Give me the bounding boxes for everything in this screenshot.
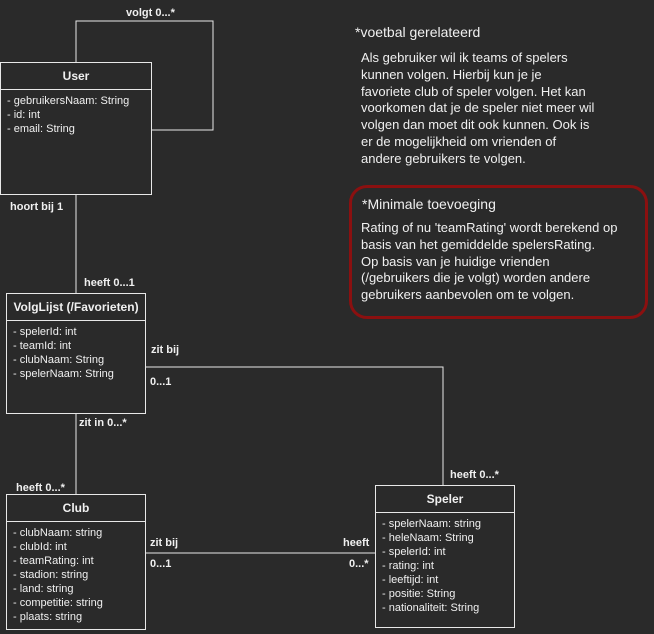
label-club-zit-bij: zit bij [150, 537, 179, 549]
note-minimaal-title: *Minimale toevoeging [362, 196, 496, 212]
note-line: er de mogelijkheid om vrienden of [361, 133, 557, 149]
note-voetbal-title: *voetbal gerelateerd [355, 24, 481, 40]
note-line: andere gebruikers te volgen. [361, 150, 526, 166]
label-club-heeft: heeft 0...* [16, 482, 65, 494]
attribute: - spelerNaam: string [382, 518, 482, 530]
class-speler-attributes: - spelerNaam: string - heleNaam: String … [376, 513, 514, 619]
label-speler-club-mult: 0...* [349, 558, 369, 570]
attribute: - email: String [7, 123, 75, 135]
class-speler-title: Speler [376, 486, 514, 513]
attribute: - heleNaam: String [382, 532, 474, 544]
class-club-title: Club [7, 495, 145, 522]
label-zit-bij-speler: zit bij [151, 344, 180, 356]
note-line: voorkomen dat je de speler niet meer wil [361, 100, 595, 116]
attribute: - land: string [13, 583, 74, 595]
note-line: basis van het gemiddelde spelersRating. [361, 236, 596, 252]
class-volglijst[interactable]: VolgLijst (/Favorieten) - spelerId: int … [6, 293, 146, 414]
note-line: Als gebruiker wil ik teams of spelers [361, 50, 568, 65]
label-speler-club-heeft: heeft [343, 537, 370, 549]
note-line: kunnen volgen. Hierbij kun je je [361, 66, 542, 82]
attribute: - gebruikersNaam: String [7, 95, 130, 107]
label-hoort-bij: hoort bij 1 [10, 201, 64, 213]
note-line: Op basis van je huidige vrienden [361, 253, 550, 269]
attribute: - nationaliteit: String [382, 602, 480, 614]
class-club[interactable]: Club - clubNaam: string - clubId: int - … [6, 494, 146, 630]
label-user-self: volgt 0...* [126, 7, 175, 19]
label-heeft-volglijst: heeft 0...1 [84, 277, 135, 289]
note-line: favoriete club of speler volgen. Het kan [361, 83, 586, 99]
class-user[interactable]: User - gebruikersNaam: String - id: int … [0, 62, 152, 195]
label-volglijst-speler-mult: 0...1 [150, 376, 172, 388]
class-volglijst-attributes: - spelerId: int - teamId: int - clubNaam… [7, 321, 145, 385]
class-user-title: User [1, 63, 151, 90]
label-zit-in: zit in 0...* [79, 417, 127, 429]
label-club-speler-mult: 0...1 [150, 558, 172, 570]
volglijst-speler-link [146, 366, 444, 485]
attribute: - spelerId: int [382, 546, 446, 558]
note-minimaal-box [349, 185, 648, 319]
class-user-attributes: - gebruikersNaam: String - id: int - ema… [1, 90, 151, 140]
attribute: - competitie: string [13, 597, 103, 609]
attribute: - clubId: int [13, 541, 67, 553]
attribute: - teamId: int [13, 340, 72, 352]
attribute: - plaats: string [13, 611, 83, 623]
class-volglijst-title: VolgLijst (/Favorieten) [7, 294, 145, 321]
class-club-attributes: - clubNaam: string - clubId: int - teamR… [7, 522, 145, 628]
user-self-link [75, 20, 214, 131]
attribute: - positie: String [382, 588, 456, 600]
attribute: - clubNaam: String [13, 354, 105, 366]
attribute: - teamRating: int [13, 555, 94, 567]
attribute: - spelerNaam: String [13, 368, 114, 380]
class-speler[interactable]: Speler - spelerNaam: string - heleNaam: … [375, 485, 515, 628]
attribute: - stadion: string [13, 569, 89, 581]
label-speler-heeft: heeft 0...* [450, 469, 499, 481]
attribute: - leeftijd: int [382, 574, 439, 586]
attribute: - rating: int [382, 560, 434, 572]
note-line: volgen dan moet dit ook kunnen. Ook is [361, 117, 590, 133]
note-minimaal-body: Rating of nu 'teamRating' wordt berekend… [361, 220, 644, 304]
attribute: - id: int [7, 109, 41, 121]
attribute: - spelerId: int [13, 326, 77, 338]
note-line: (/gebruikers die je volgt) worden andere [361, 270, 591, 286]
note-voetbal-body: Als gebruiker wil ik teams of spelers ku… [361, 50, 646, 168]
note-line: gebruikers aanbevolen om te volgen. [361, 287, 575, 303]
attribute: - clubNaam: string [13, 527, 103, 539]
note-line: Rating of nu 'teamRating' wordt berekend… [361, 220, 618, 235]
